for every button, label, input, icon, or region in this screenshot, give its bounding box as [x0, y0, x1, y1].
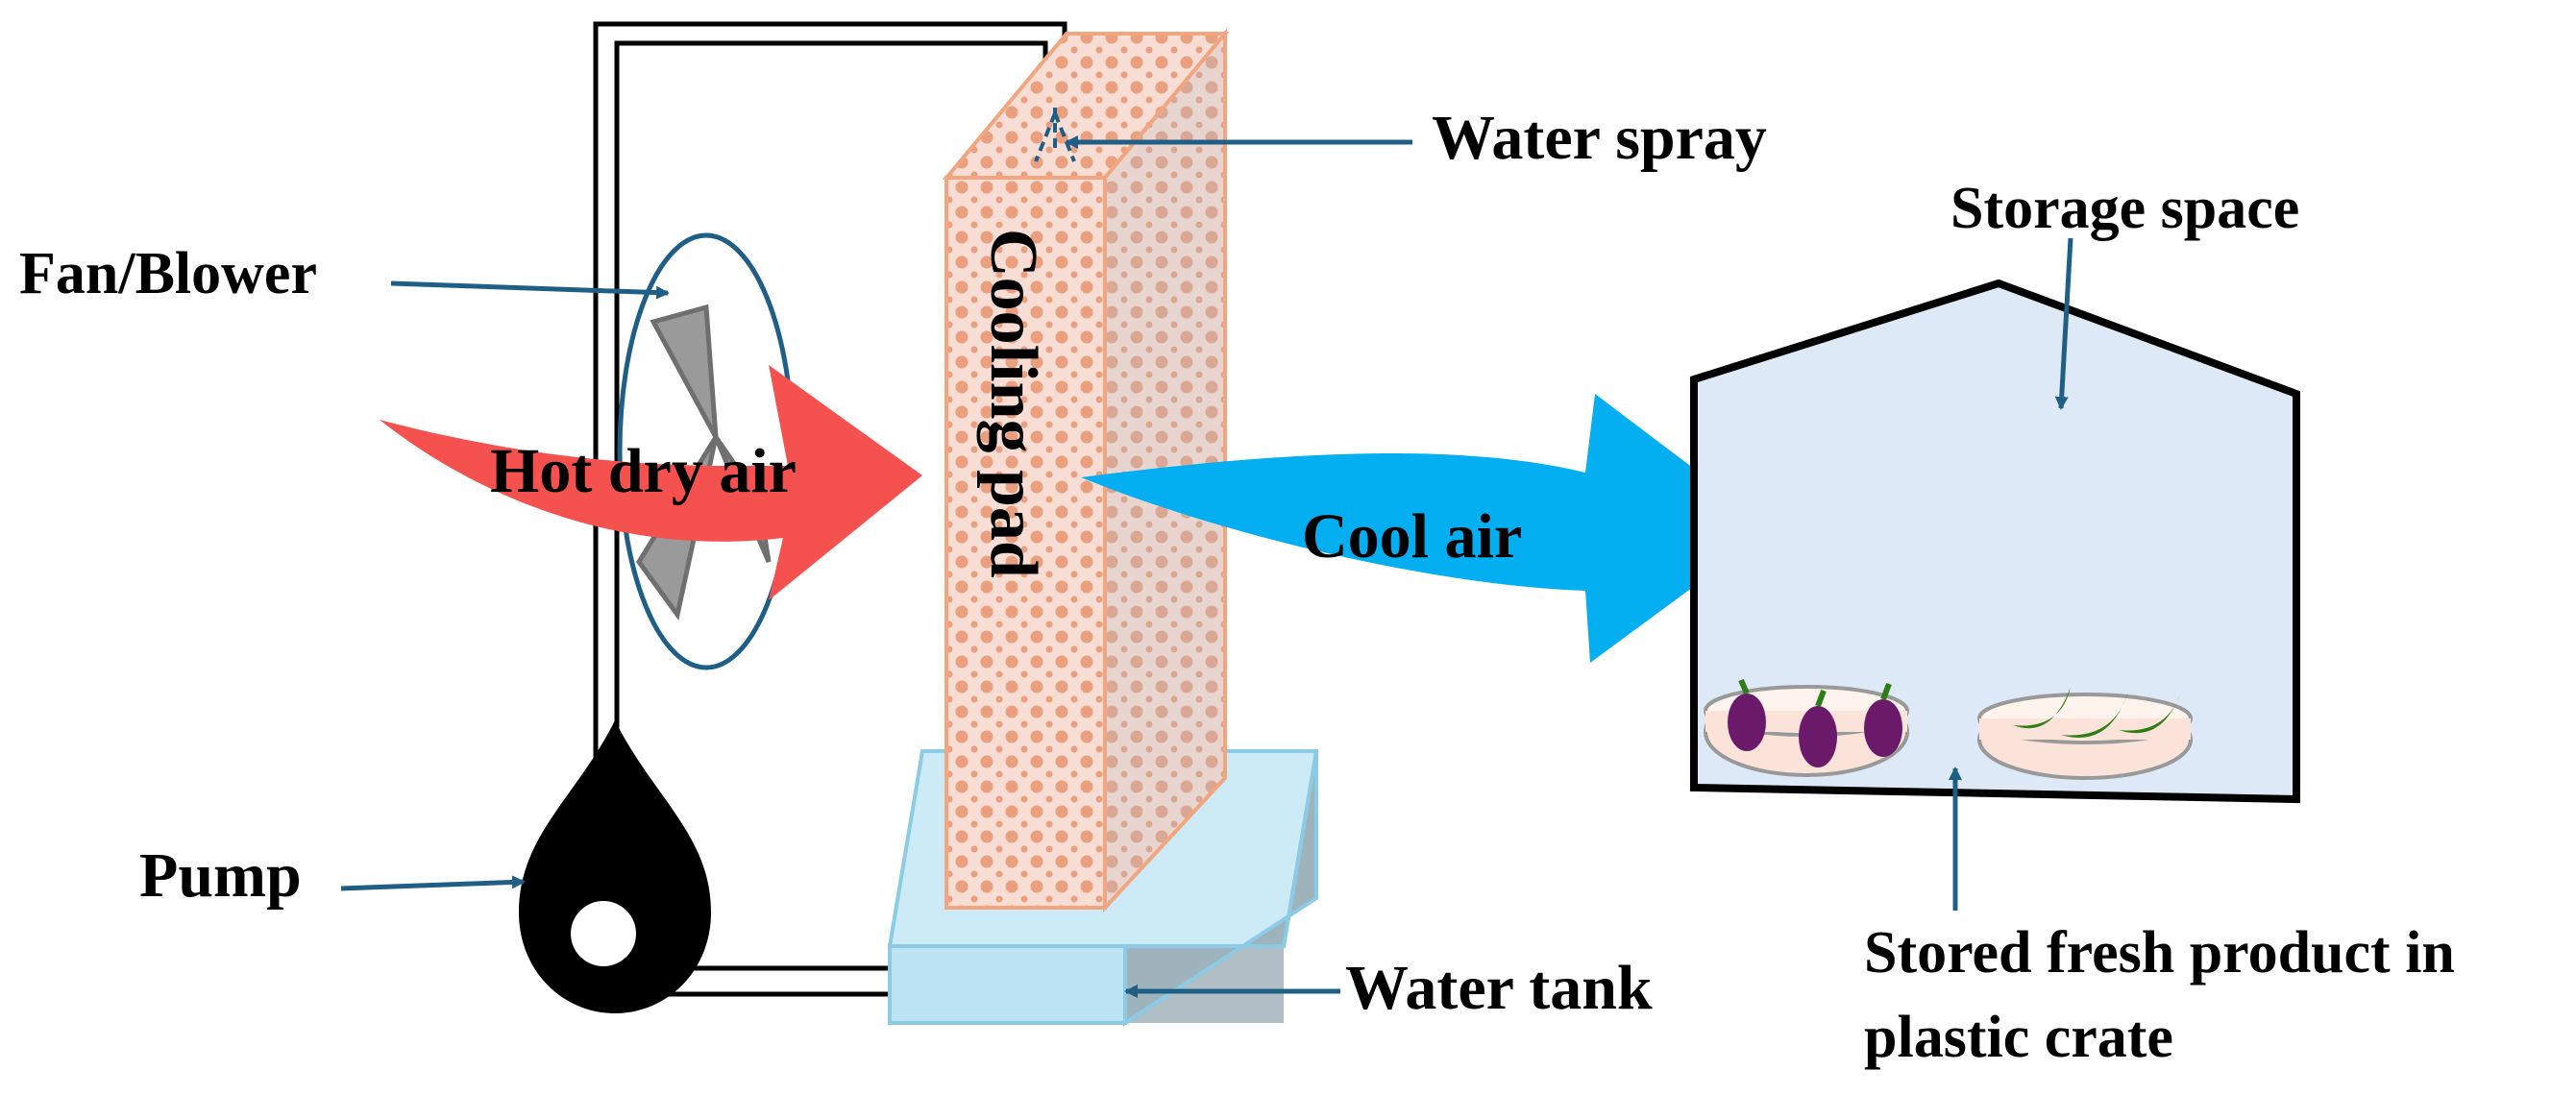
storage-space-label: Storage space: [1950, 176, 2299, 241]
crate-green-vegetables: [1977, 687, 2193, 780]
hot-air-arrow: [380, 365, 922, 600]
water-spray-label: Water spray: [1432, 103, 1767, 173]
fan-blower-label: Fan/Blower: [19, 241, 317, 306]
eggplant: [1799, 706, 1837, 767]
water-tank-label: Water tank: [1345, 953, 1653, 1023]
cooling-pad-label: Cooling pad: [976, 229, 1050, 578]
cool-air-label: Cool air: [1302, 501, 1522, 572]
crate-eggplants: [1704, 678, 1909, 777]
hot-dry-air-label: Hot dry air: [490, 436, 797, 506]
pump-label: Pump: [139, 840, 302, 911]
eggplant: [1728, 694, 1766, 751]
pump: [519, 720, 711, 1013]
cool-air-arrow: [1081, 394, 1773, 663]
storage-space: [1690, 279, 2300, 804]
leader-lines: [340, 135, 2073, 998]
eggplant: [1864, 699, 1902, 757]
water-spray-nozzle: [1034, 108, 1076, 162]
stored-product-label-line2: plastic crate: [1864, 1005, 2173, 1070]
stored-product-label-line1: Stored fresh product in: [1864, 920, 2455, 986]
